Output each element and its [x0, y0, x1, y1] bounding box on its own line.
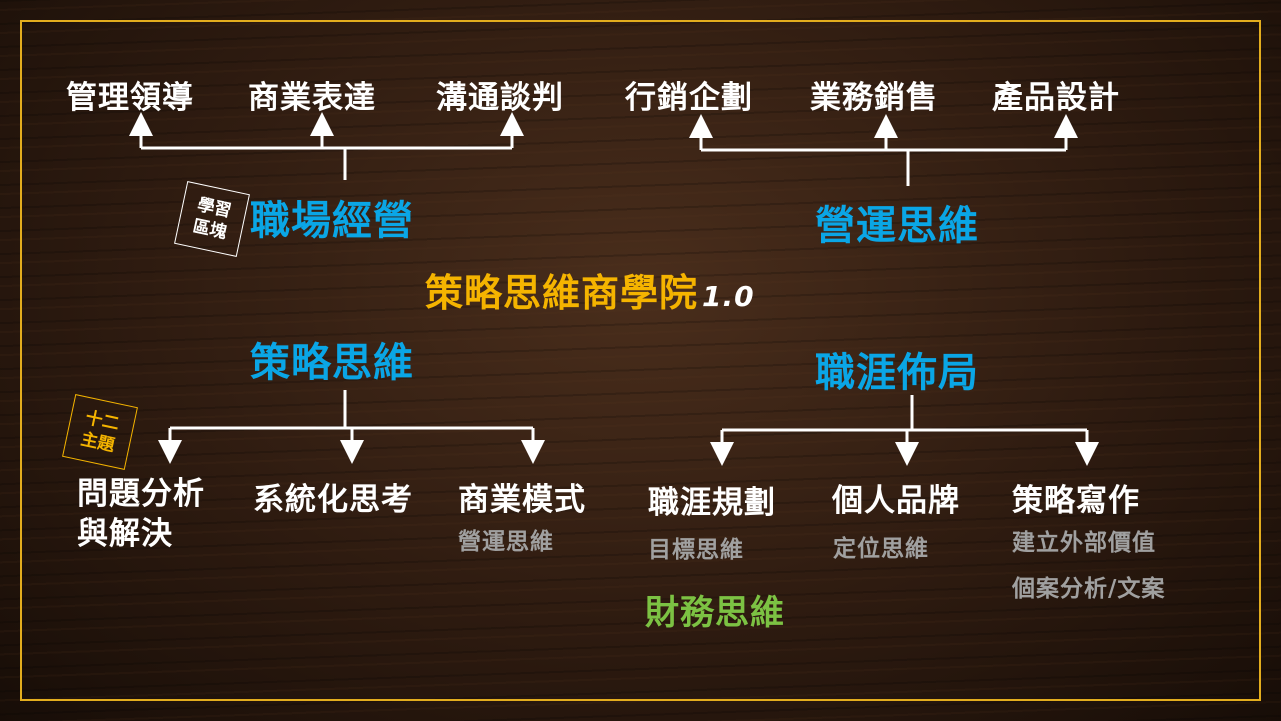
title-text: 策略思維商學院: [425, 271, 699, 315]
topic-line: 與解決: [77, 516, 173, 552]
sub-financial-thinking: 財務思維: [645, 593, 785, 633]
topic-negotiation: 溝通談判: [436, 80, 564, 116]
sub-goal-thinking: 目標思維: [648, 537, 744, 563]
topic-management-leadership: 管理領導: [66, 80, 194, 116]
topic-product-design: 產品設計: [992, 80, 1120, 116]
topic-problem-solving: 問題分析 與解決: [77, 474, 205, 554]
sub-operations-thinking: 營運思維: [458, 529, 554, 555]
connector-career: [722, 395, 1087, 432]
topic-systems-thinking: 系統化思考: [253, 482, 413, 518]
sub-external-value: 建立外部價值: [1012, 530, 1156, 556]
connector-workplace: [141, 146, 512, 180]
topic-personal-brand: 個人品牌: [832, 483, 960, 519]
connector-strategy: [170, 390, 533, 430]
badge-learning-block: 學習 區塊: [174, 181, 250, 257]
block-workplace: 職場經營: [250, 198, 414, 244]
block-operations: 營運思維: [815, 203, 979, 249]
slide-frame: [20, 20, 1261, 701]
badge-twelve-topics: 十二 主題: [62, 394, 138, 470]
sub-case-analysis: 個案分析/文案: [1012, 576, 1166, 602]
topic-marketing-planning: 行銷企劃: [625, 80, 753, 116]
topic-strategic-writing: 策略寫作: [1012, 483, 1140, 519]
topic-line: 問題分析: [77, 476, 205, 512]
topic-career-planning: 職涯規劃: [648, 485, 776, 521]
connector-operations: [701, 148, 1066, 186]
sub-positioning-thinking: 定位思維: [833, 536, 929, 562]
block-strategy: 策略思維: [250, 340, 414, 386]
topic-sales: 業務銷售: [810, 80, 938, 116]
title-version: 1.0: [702, 280, 755, 313]
block-career: 職涯佈局: [815, 350, 979, 396]
topic-business-expression: 商業表達: [248, 80, 376, 116]
topic-business-model: 商業模式: [458, 482, 586, 518]
